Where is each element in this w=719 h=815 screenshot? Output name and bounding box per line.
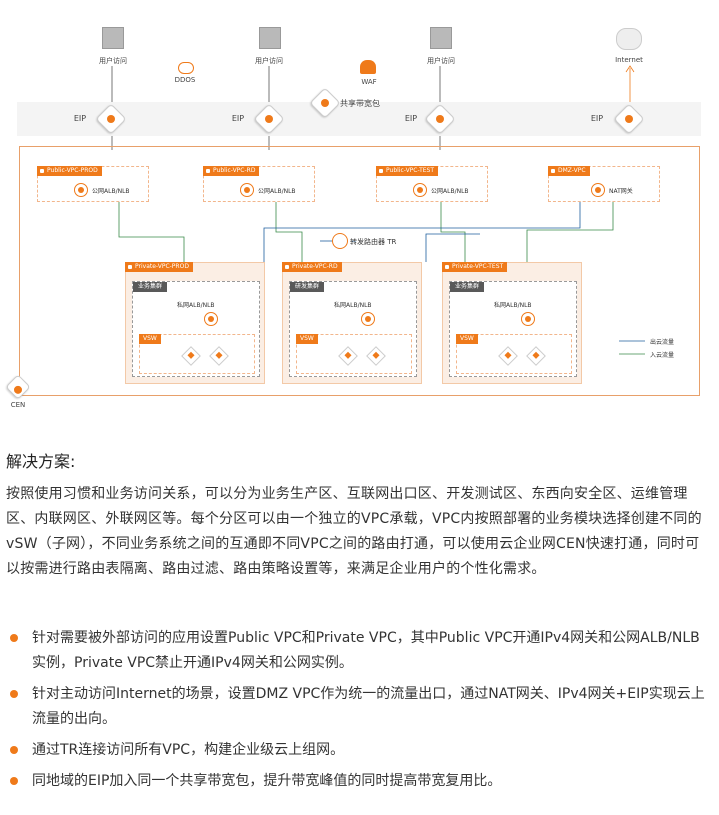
- user-icon: [430, 27, 452, 49]
- ecs-icon: [209, 346, 229, 366]
- waf-icon: [360, 60, 376, 74]
- solution-bullets: 针对需要被外部访问的应用设置Public VPC和Private VPC，其中P…: [6, 626, 712, 800]
- vsw-box: VSW: [456, 334, 572, 374]
- ecs-icon: [181, 346, 201, 366]
- internet-label: Internet: [615, 56, 643, 64]
- alb-icon: [413, 183, 427, 197]
- tr-router-icon: [332, 233, 348, 249]
- bullet-dot: [10, 690, 18, 698]
- solution-heading: 解决方案:: [6, 452, 76, 471]
- private-alb-label: 私网ALB/NLB: [177, 302, 215, 309]
- internet-icon: [616, 28, 642, 50]
- architecture-diagram: 用户访问 用户访问 用户访问 Internet DDOS WAF EIP EIP…: [0, 0, 719, 420]
- vpc-public-rd: Public-VPC-RD 公网ALB/NLB: [203, 166, 315, 202]
- vpc-label: Public-VPC-RD: [203, 166, 260, 176]
- vsw-box: VSW: [139, 334, 255, 374]
- private-alb-icon: [204, 312, 218, 326]
- list-item: 针对需要被外部访问的应用设置Public VPC和Private VPC，其中P…: [6, 626, 712, 676]
- eip-label: EIP: [231, 114, 245, 123]
- cluster-label: 业务集群: [450, 282, 485, 292]
- nat-gateway-icon: [591, 183, 605, 197]
- private-alb-label: 私网ALB/NLB: [334, 302, 372, 309]
- vpc-label: DMZ-VPC: [548, 166, 590, 176]
- vpc-label: Public-VPC-TEST: [376, 166, 439, 176]
- user-label: 用户访问: [99, 57, 127, 65]
- vpc-private-prod: Private-VPC-PROD 业务集群 私网ALB/NLB VSW: [125, 262, 265, 384]
- alb-label: 公网ALB/NLB: [258, 188, 296, 195]
- list-item: 同地域的EIP加入同一个共享带宽包，提升带宽峰值的同时提高带宽复用比。: [6, 769, 712, 794]
- ecs-icon: [338, 346, 358, 366]
- bullet-dot: [10, 777, 18, 785]
- nat-gateway-label: NAT网关: [609, 188, 633, 195]
- vpc-private-rd: Private-VPC-RD 研发集群 私网ALB/NLB VSW: [282, 262, 422, 384]
- cen-label: CEN: [10, 401, 26, 409]
- alb-icon: [74, 183, 88, 197]
- vsw-label: VSW: [456, 334, 478, 344]
- waf-label: WAF: [361, 78, 377, 86]
- list-item: 通过TR连接访问所有VPC，构建企业级云上组网。: [6, 738, 712, 763]
- ecs-icon: [366, 346, 386, 366]
- bandwidth-package-label: 共享带宽包: [340, 99, 380, 108]
- vsw-label: VSW: [139, 334, 161, 344]
- eip-label: EIP: [590, 114, 604, 123]
- solution-paragraph: 按照使用习惯和业务访问关系，可以分为业务生产区、互联网出口区、开发测试区、东西向…: [6, 486, 702, 577]
- eip-label: EIP: [404, 114, 418, 123]
- tr-label: 转发路由器 TR: [350, 238, 397, 246]
- ddos-icon: [178, 62, 194, 74]
- user-icon: [102, 27, 124, 49]
- cluster-box: 业务集群 私网ALB/NLB VSW: [449, 281, 577, 377]
- vpc-dmz: DMZ-VPC NAT网关: [548, 166, 660, 202]
- vpc-label: Public-VPC-PROD: [37, 166, 102, 176]
- cluster-box: 研发集群 私网ALB/NLB VSW: [289, 281, 417, 377]
- vpc-public-test: Public-VPC-TEST 公网ALB/NLB: [376, 166, 488, 202]
- bullet-dot: [10, 746, 18, 754]
- vsw-box: VSW: [296, 334, 412, 374]
- vpc-label: Private-VPC-RD: [282, 262, 342, 272]
- user-icon: [259, 27, 281, 49]
- legend-ingress: 入云流量: [650, 352, 675, 359]
- user-label: 用户访问: [427, 57, 455, 65]
- eip-label: EIP: [73, 114, 87, 123]
- user-label: 用户访问: [255, 57, 283, 65]
- list-item: 针对主动访问Internet的场景，设置DMZ VPC作为统一的流量出口，通过N…: [6, 682, 712, 732]
- ecs-icon: [498, 346, 518, 366]
- private-alb-label: 私网ALB/NLB: [494, 302, 532, 309]
- alb-label: 公网ALB/NLB: [92, 188, 130, 195]
- vpc-label: Private-VPC-TEST: [442, 262, 508, 272]
- vsw-label: VSW: [296, 334, 318, 344]
- private-alb-icon: [361, 312, 375, 326]
- vpc-private-test: Private-VPC-TEST 业务集群 私网ALB/NLB VSW: [442, 262, 582, 384]
- private-alb-icon: [521, 312, 535, 326]
- vpc-label: Private-VPC-PROD: [125, 262, 193, 272]
- cluster-box: 业务集群 私网ALB/NLB VSW: [132, 281, 260, 377]
- alb-label: 公网ALB/NLB: [431, 188, 469, 195]
- ddos-label: DDOS: [174, 76, 196, 84]
- cluster-label: 业务集群: [133, 282, 168, 292]
- ecs-icon: [526, 346, 546, 366]
- cen-frame: [19, 146, 700, 396]
- legend-egress: 出云流量: [650, 339, 675, 346]
- vpc-public-prod: Public-VPC-PROD 公网ALB/NLB: [37, 166, 149, 202]
- alb-icon: [240, 183, 254, 197]
- eip-band: [17, 102, 701, 136]
- cluster-label: 研发集群: [290, 282, 325, 292]
- bullet-dot: [10, 634, 18, 642]
